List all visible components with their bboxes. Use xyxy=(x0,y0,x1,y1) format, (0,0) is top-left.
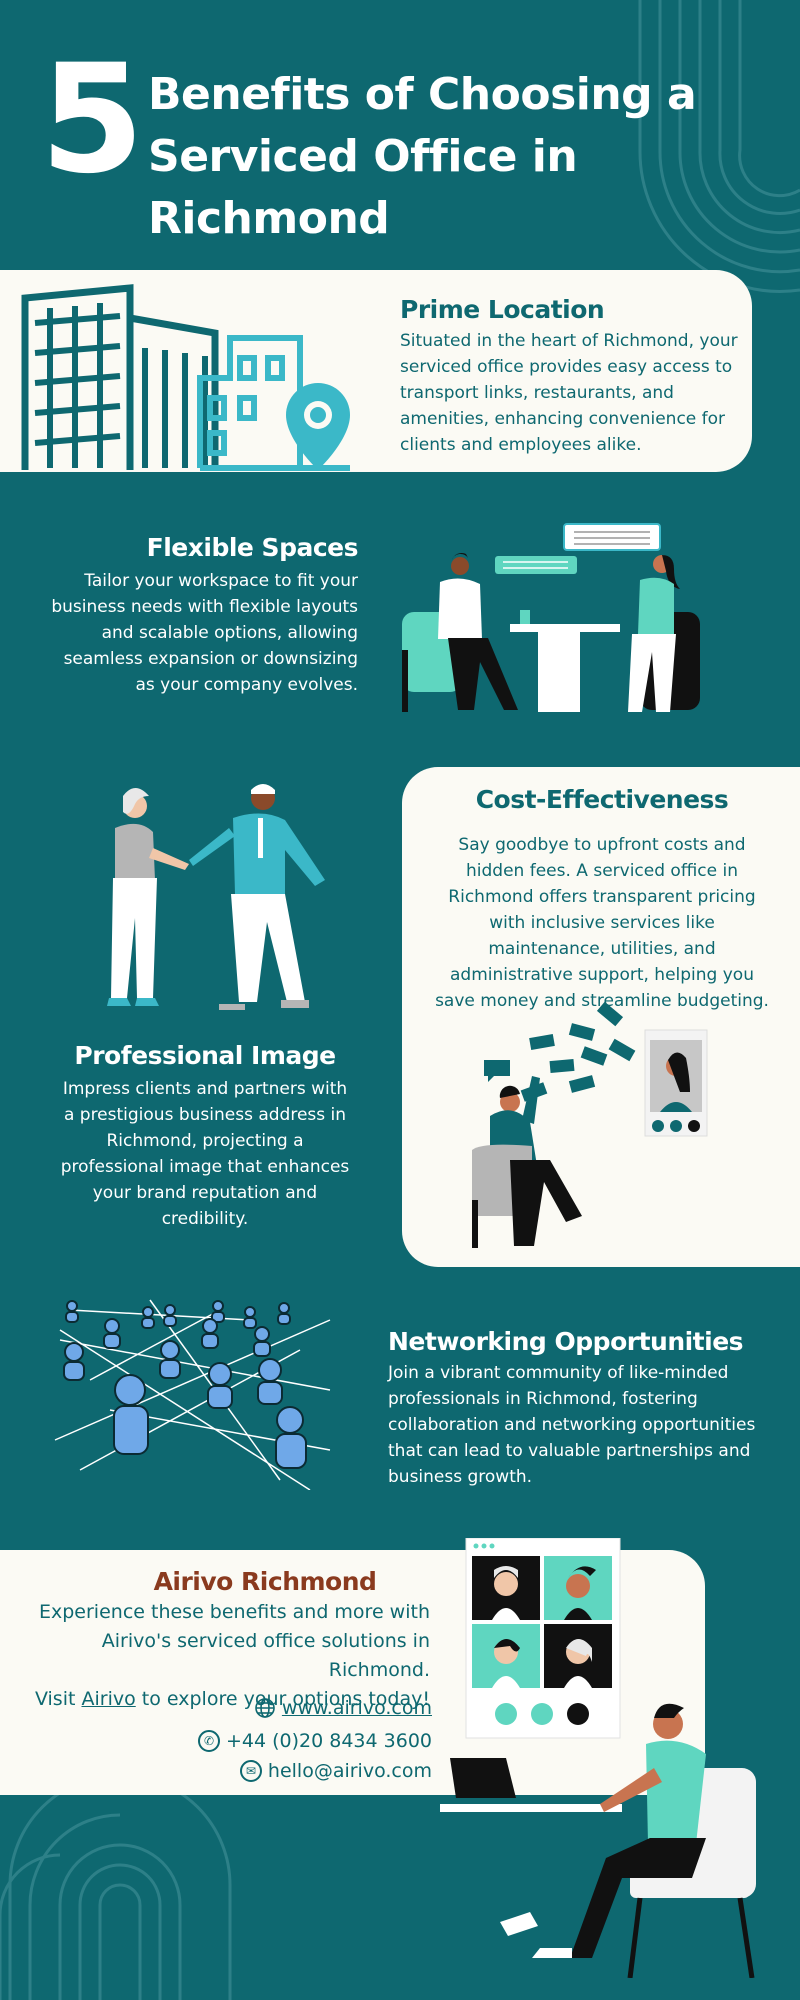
prime-location-section: Prime Location Situated in the heart of … xyxy=(400,294,740,458)
professional-image-section: Professional Image Impress clients and p… xyxy=(60,1040,350,1232)
network-illustration xyxy=(54,1299,331,1490)
prime-location-body: Situated in the heart of Richmond, your … xyxy=(400,331,738,455)
cost-effectiveness-title: Cost-Effectiveness xyxy=(475,785,729,814)
professional-image-body: Impress clients and partners with a pres… xyxy=(60,1079,350,1229)
footer-line-1: Experience these benefits and more with xyxy=(39,1601,430,1623)
globe-icon xyxy=(255,1698,275,1718)
airivo-link[interactable]: Airivo xyxy=(81,1688,136,1710)
professional-image-title: Professional Image xyxy=(74,1041,336,1070)
flexible-spaces-body: Tailor your workspace to fit your busine… xyxy=(51,571,358,695)
title-number: 5 xyxy=(40,33,145,207)
footer-line-3-suffix: to explore your options today! xyxy=(135,1688,430,1710)
cost-effectiveness-card xyxy=(402,767,800,1267)
title-line-2: Serviced Office in Richmond xyxy=(148,131,578,244)
building-icon xyxy=(21,284,350,471)
footer-line-3-prefix: Visit xyxy=(34,1688,82,1710)
video-call-illustration xyxy=(440,1538,756,1978)
flexible-spaces-section: Flexible Spaces Tailor your workspace to… xyxy=(50,532,358,698)
footer-title: Airivo Richmond xyxy=(153,1567,377,1596)
phone-number[interactable]: +44 (0)20 8434 3600 xyxy=(225,1730,432,1752)
title-line-1: Benefits of Choosing a xyxy=(148,69,697,120)
networking-title: Networking Opportunities xyxy=(388,1327,744,1356)
cost-effectiveness-section: Cost-Effectiveness Say goodbye to upfron… xyxy=(432,784,772,1014)
networking-body: Join a vibrant community of like-minded … xyxy=(388,1363,756,1487)
decorative-arches-bottom xyxy=(0,1795,232,2000)
money-illustration xyxy=(472,1001,708,1248)
mail-icon: ✉ xyxy=(239,1760,262,1782)
phone-icon: ✆ xyxy=(197,1730,220,1752)
page-title: Benefits of Choosing a Serviced Office i… xyxy=(148,64,788,250)
website-row: www.airivo.com xyxy=(200,1697,432,1719)
email-address[interactable]: hello@airivo.com xyxy=(267,1760,432,1782)
cost-effectiveness-body: Say goodbye to upfront costs and hidden … xyxy=(435,835,769,1011)
footer-section: Airivo Richmond Experience these benefit… xyxy=(10,1566,430,1714)
handshake-illustration xyxy=(107,784,325,1010)
footer-line-2: Airivo's serviced office solutions in Ri… xyxy=(101,1630,430,1681)
networking-section: Networking Opportunities Join a vibrant … xyxy=(388,1326,758,1490)
footer-line-3: Visit Airivo to explore your options tod… xyxy=(10,1685,430,1714)
email-row: ✉ hello@airivo.com xyxy=(200,1760,432,1782)
prime-location-card xyxy=(0,270,752,472)
footer-message: Experience these benefits and more with … xyxy=(10,1598,430,1714)
prime-location-title: Prime Location xyxy=(400,295,605,324)
website-link[interactable]: www.airivo.com xyxy=(281,1697,432,1719)
decorative-arches xyxy=(638,0,800,293)
flexible-spaces-title: Flexible Spaces xyxy=(146,533,359,562)
meeting-illustration xyxy=(402,523,700,712)
phone-row: ✆ +44 (0)20 8434 3600 xyxy=(150,1730,432,1752)
